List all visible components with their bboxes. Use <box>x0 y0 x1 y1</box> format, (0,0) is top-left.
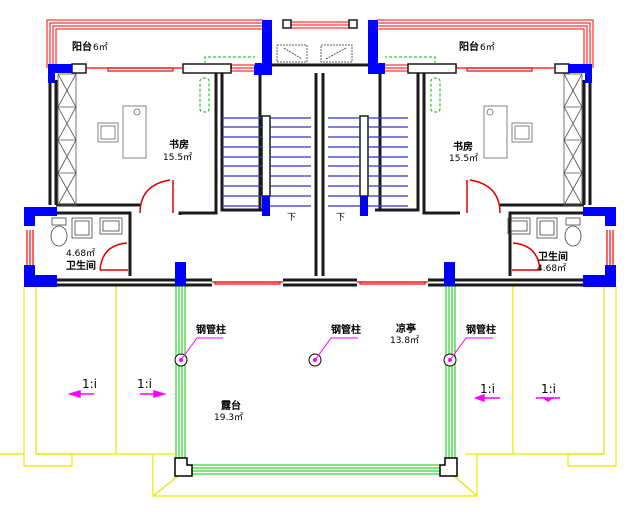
area-study-right: 15.5㎡ <box>449 153 478 164</box>
area-bath-right: 4.68㎡ <box>537 263 566 274</box>
ac-units <box>199 56 441 113</box>
corner-post-right <box>439 457 458 477</box>
slope-arrows <box>67 389 560 403</box>
slope-label-1: 1:i <box>82 377 97 391</box>
bath-fixtures-right <box>507 217 582 247</box>
wardrobe-right <box>563 73 583 206</box>
steel-column-markers <box>174 337 493 367</box>
area-balcony-right: 6㎡ <box>480 42 495 53</box>
area-pavilion: 13.8㎡ <box>390 335 419 346</box>
label-study-right: 书房 <box>453 140 473 153</box>
label-steel-column-1: 钢管柱 <box>196 323 226 336</box>
label-study-left: 书房 <box>169 138 189 151</box>
label-bath-right: 卫生间 <box>538 250 568 263</box>
doors <box>99 179 541 271</box>
area-bath-left: 4.68㎡ <box>66 248 95 259</box>
label-bath-left: 卫生间 <box>66 259 96 272</box>
stair-down-left: 下 <box>287 213 296 223</box>
windows <box>26 67 614 285</box>
slope-label-2: 1:i <box>137 377 152 391</box>
area-balcony-left: 6㎡ <box>93 42 108 53</box>
outdoor-ac-units <box>276 44 353 63</box>
area-terrace: 19.3㎡ <box>214 412 243 423</box>
railing <box>175 286 456 475</box>
wardrobe-left <box>57 73 77 206</box>
slope-label-3: 1:i <box>480 382 495 396</box>
label-terrace: 露台 <box>221 399 241 412</box>
slope-label-4: 1:i <box>541 382 556 396</box>
area-study-left: 15.5㎡ <box>163 152 192 163</box>
desk-left <box>97 105 147 159</box>
stair-newel-left <box>261 115 271 197</box>
label-balcony-right: 阳台 <box>459 40 479 53</box>
label-pavilion: 凉亭 <box>396 322 416 335</box>
label-steel-column-3: 钢管柱 <box>466 323 496 336</box>
roof-outline <box>0 286 617 497</box>
stair-down-right: 下 <box>336 213 345 223</box>
bath-fixtures-left <box>50 217 123 247</box>
label-steel-column-2: 钢管柱 <box>331 323 361 336</box>
stair-treads <box>222 117 408 207</box>
desk-right <box>483 105 533 159</box>
label-balcony-left: 阳台 <box>72 40 92 53</box>
columns <box>24 20 616 287</box>
corner-post-left <box>174 457 193 477</box>
balcony-rails <box>46 19 594 72</box>
walls <box>40 63 600 287</box>
stair-newel-right <box>359 115 369 197</box>
